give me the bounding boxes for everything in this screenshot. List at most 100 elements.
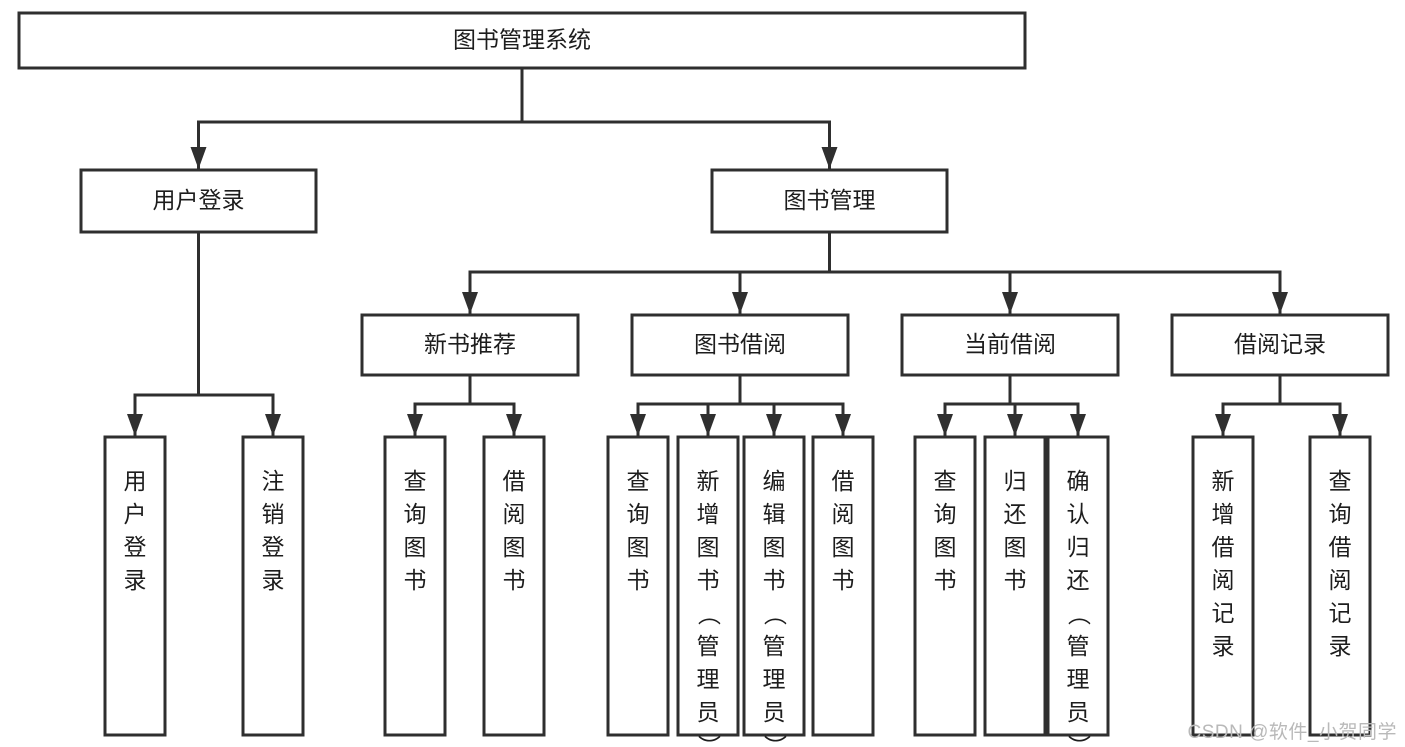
arrow-head	[766, 414, 782, 436]
node-label-char: 管	[763, 633, 786, 659]
node-label-char: 理	[1067, 666, 1090, 692]
arrow-head	[1007, 414, 1023, 436]
node-box-leaf-add-record	[1191, 435, 1255, 737]
node-box-root	[17, 11, 1027, 70]
node-box-leaf-borrow-book-1	[482, 435, 546, 737]
node-box-leaf-user-login	[103, 435, 167, 737]
node-box-borrow-record	[1170, 313, 1390, 377]
node-label-char: ）	[762, 735, 788, 747]
node-box-leaf-confirm-return	[1046, 435, 1110, 737]
node-label-char: 户	[124, 501, 147, 527]
node-label-char: ）	[1066, 735, 1092, 747]
node-label-char: 录	[1329, 633, 1352, 659]
node-label-user-login: 用户登录	[153, 187, 245, 213]
node-label-char: 员	[1067, 699, 1090, 725]
node-label-char: 录	[124, 567, 147, 593]
node-label-char: 书	[697, 567, 720, 593]
node-label-char: 借	[832, 468, 855, 494]
node-root[interactable]: 图书管理系统	[17, 11, 1027, 70]
node-label-char: 增	[697, 501, 720, 527]
node-label-char: 还	[1004, 501, 1027, 527]
arrow-head	[462, 292, 478, 314]
node-label-char: 图	[627, 534, 650, 560]
node-label-char: 新	[697, 468, 720, 494]
node-box-leaf-logout	[241, 435, 305, 737]
node-label-char: 查	[934, 468, 957, 494]
arrow-head	[1332, 414, 1348, 436]
node-label-char: 理	[763, 666, 786, 692]
node-leaf-user-login[interactable]: 用户登录	[103, 435, 167, 737]
node-label-char: 询	[1329, 501, 1352, 527]
node-new-book-rec[interactable]: 新书推荐	[360, 313, 580, 377]
node-label-char: 录	[262, 567, 285, 593]
arrow-head	[506, 414, 522, 436]
node-label-char: 询	[934, 501, 957, 527]
node-book-borrow[interactable]: 图书借阅	[630, 313, 850, 377]
arrow-head	[1215, 414, 1231, 436]
node-label-char: 归	[1067, 534, 1090, 560]
box-layer: 图书管理系统用户登录图书管理新书推荐图书借阅当前借阅借阅记录用户登录注销登录查询…	[17, 11, 1390, 747]
node-label-char: ）	[696, 735, 722, 747]
node-label-char: 图	[763, 534, 786, 560]
node-label-char: 记	[1329, 600, 1352, 626]
node-label-char: 理	[697, 666, 720, 692]
node-label-char: 图	[503, 534, 526, 560]
node-current-borrow[interactable]: 当前借阅	[900, 313, 1120, 377]
node-label-char: 书	[763, 567, 786, 593]
node-label-char: 阅	[1329, 567, 1352, 593]
arrow-head	[1002, 292, 1018, 314]
node-label-char: 增	[1212, 501, 1235, 527]
node-box-user-login	[79, 168, 318, 234]
node-label-new-book-rec: 新书推荐	[424, 331, 516, 357]
node-box-leaf-query-book-1	[383, 435, 447, 737]
node-label-book-borrow: 图书借阅	[694, 331, 786, 357]
node-label-char: 阅	[503, 501, 526, 527]
node-user-login[interactable]: 用户登录	[79, 168, 318, 234]
node-label-char: 确	[1067, 468, 1090, 494]
node-label-char: 借	[1212, 534, 1235, 560]
node-label-char: 注	[262, 468, 285, 494]
node-label-char: 阅	[1212, 567, 1235, 593]
arrow-head	[732, 292, 748, 314]
node-label-char: 询	[627, 501, 650, 527]
node-label-char: 书	[832, 567, 855, 593]
node-label-char: 书	[627, 567, 650, 593]
node-borrow-record[interactable]: 借阅记录	[1170, 313, 1390, 377]
node-label-book-manage: 图书管理	[784, 187, 876, 213]
node-label-char: 书	[503, 567, 526, 593]
node-label-char: 员	[697, 699, 720, 725]
node-label-char: 还	[1067, 567, 1090, 593]
node-label-char: 认	[1067, 501, 1090, 527]
node-box-book-borrow	[630, 313, 850, 377]
node-book-manage[interactable]: 图书管理	[710, 168, 949, 234]
node-box-leaf-add-book	[676, 435, 740, 737]
node-label-char: 图	[934, 534, 957, 560]
node-label-char: 询	[404, 501, 427, 527]
node-label-root: 图书管理系统	[453, 27, 591, 53]
node-box-leaf-return-book	[983, 435, 1047, 737]
node-box-leaf-edit-book	[742, 435, 806, 737]
node-box-new-book-rec	[360, 313, 580, 377]
node-label-char: 用	[124, 468, 147, 494]
node-label-char: 录	[1212, 633, 1235, 659]
node-label-char: 阅	[832, 501, 855, 527]
node-label-char: 管	[697, 633, 720, 659]
node-box-leaf-query-book-3	[913, 435, 977, 737]
node-label-char: 查	[627, 468, 650, 494]
node-label-char: 图	[832, 534, 855, 560]
node-box-leaf-borrow-book-2	[811, 435, 875, 737]
